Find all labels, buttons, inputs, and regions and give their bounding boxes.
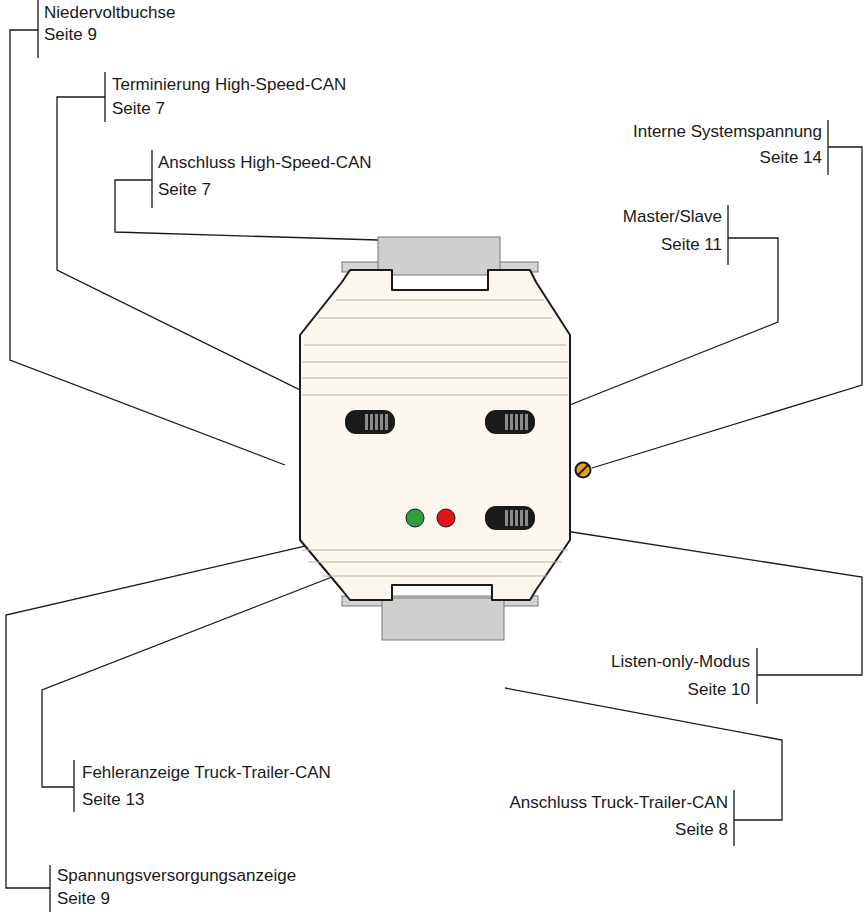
part-name: Niedervoltbuchse (44, 3, 175, 23)
page-ref: Seite 8 (675, 820, 728, 840)
page-ref: Seite 9 (44, 25, 97, 45)
part-name: Terminierung High-Speed-CAN (112, 75, 346, 95)
page-ref: Seite 14 (760, 148, 822, 168)
page-ref: Seite 9 (57, 889, 110, 909)
page-ref: Seite 11 (661, 235, 722, 255)
page-ref: Seite 7 (158, 180, 211, 200)
page-ref: Seite 10 (688, 680, 750, 700)
part-name: Spannungsversorgungsanzeige (57, 866, 296, 886)
part-name: Master/Slave (623, 207, 722, 227)
housing-ribs (302, 300, 568, 576)
green-led (406, 509, 424, 527)
page-ref: Seite 13 (82, 790, 144, 810)
slide-switch (485, 410, 535, 434)
page-ref: Seite 7 (112, 99, 165, 119)
part-name: Anschluss High-Speed-CAN (158, 153, 372, 173)
part-name: Anschluss Truck-Trailer-CAN (509, 793, 728, 813)
red-led (437, 509, 455, 527)
part-name: Interne Systemspannung (633, 122, 822, 142)
bottom-clip (342, 596, 538, 640)
leader-lines (6, 0, 862, 912)
part-name: Listen-only-Modus (611, 652, 750, 672)
slide-switch (345, 410, 395, 434)
housing (300, 270, 570, 600)
part-name: Fehleranzeige Truck-Trailer-CAN (82, 763, 331, 783)
trim-screw (576, 463, 591, 478)
slide-switch (485, 506, 535, 530)
